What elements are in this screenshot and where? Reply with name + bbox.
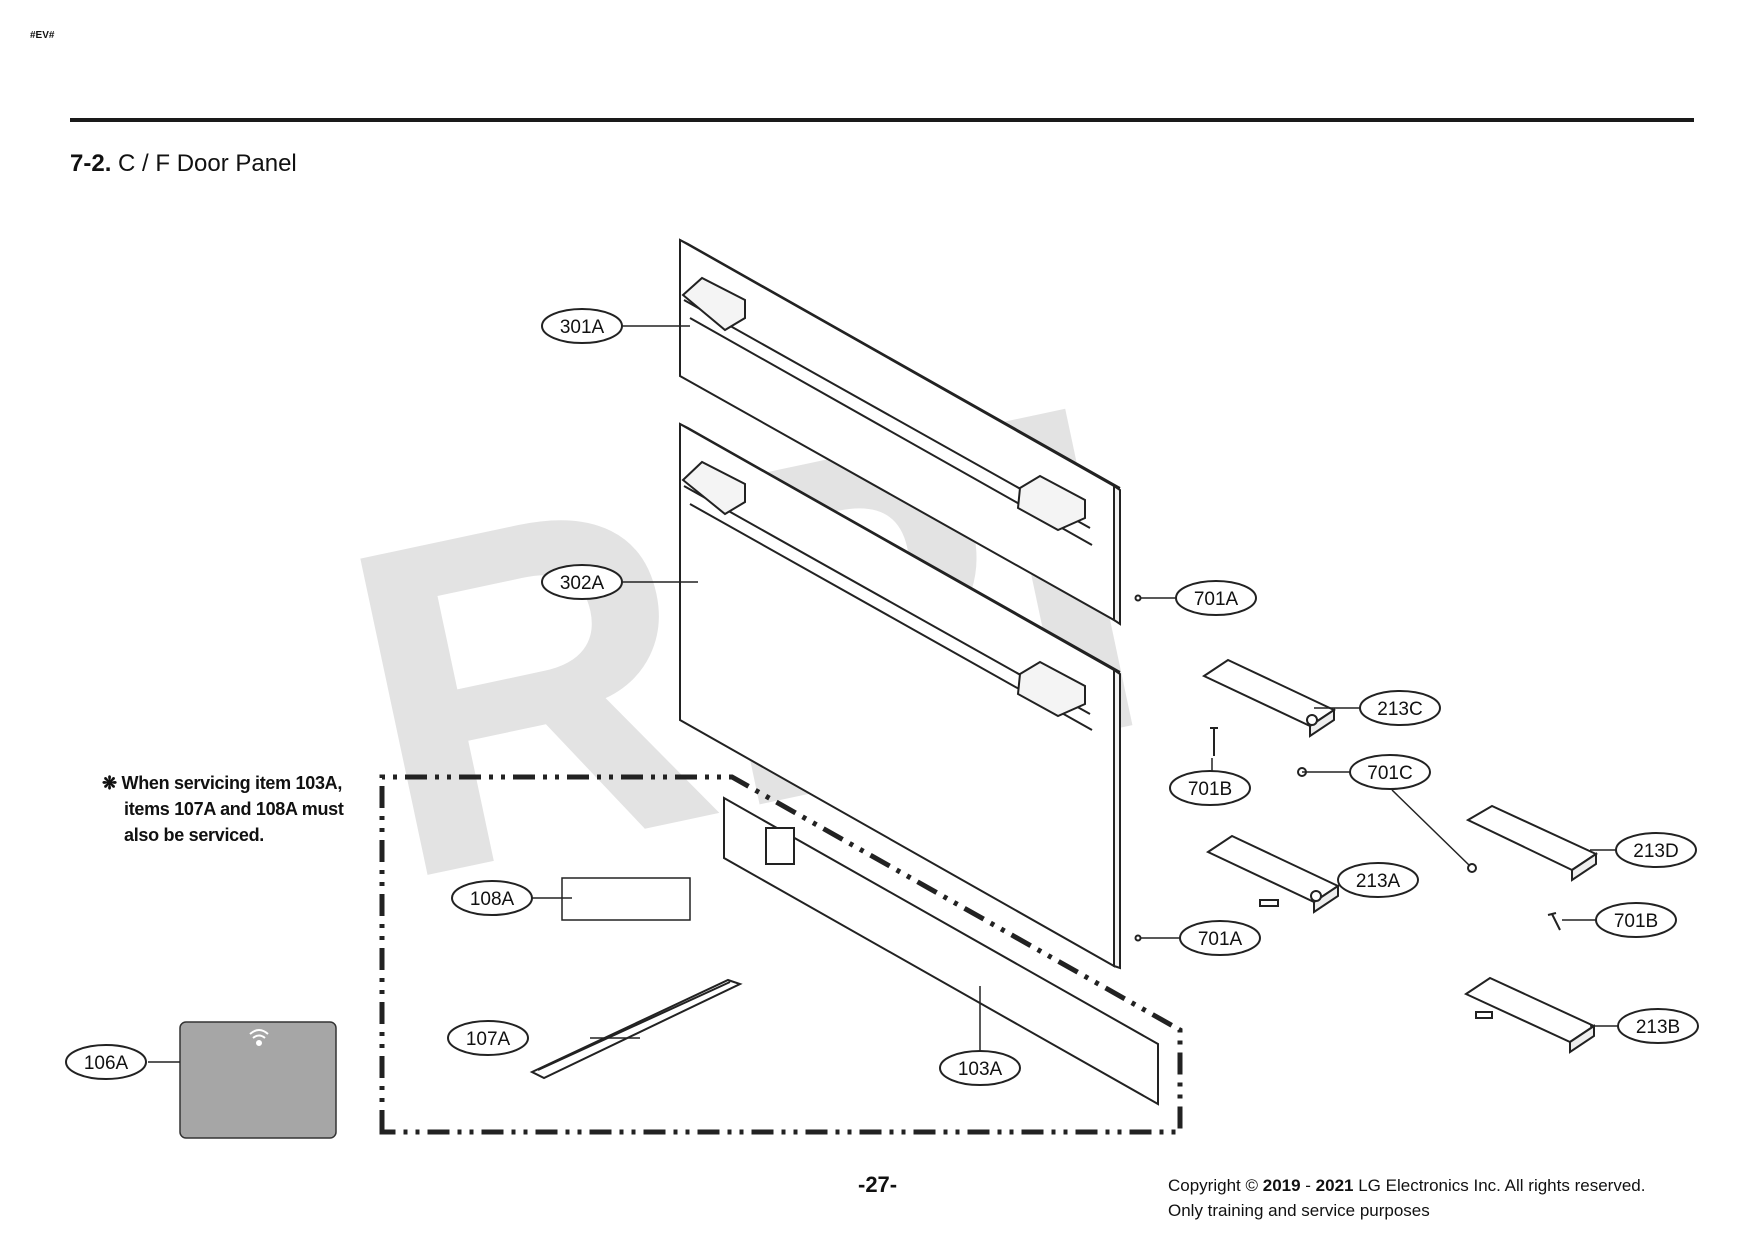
svg-text:701A: 701A	[1198, 929, 1243, 950]
svg-text:213D: 213D	[1633, 841, 1678, 862]
screw-701B-right[interactable]	[1547, 912, 1561, 931]
svg-text:302A: 302A	[560, 573, 605, 594]
bracket-213B[interactable]	[1463, 976, 1597, 1054]
service-kit-boundary	[379, 774, 1183, 1135]
callout-701A-bottom[interactable]: 701A	[1179, 920, 1261, 956]
callout-213B[interactable]: 213B	[1617, 1008, 1699, 1044]
svg-text:103A: 103A	[958, 1059, 1003, 1080]
callout-301A[interactable]: 301A	[541, 308, 623, 344]
screw-701A-top[interactable]	[1134, 594, 1142, 602]
svg-text:701C: 701C	[1367, 763, 1412, 784]
callout-106A[interactable]: 106A	[65, 1044, 147, 1080]
callout-103A[interactable]: 103A	[939, 1050, 1021, 1086]
svg-text:107A: 107A	[466, 1029, 511, 1050]
callout-701B-left[interactable]: 701B	[1169, 770, 1251, 806]
svg-text:106A: 106A	[84, 1053, 129, 1074]
bracket-213D[interactable]	[1465, 804, 1599, 882]
upper-door-panel[interactable]	[679, 238, 1121, 626]
section-number: 7-2.	[70, 150, 112, 177]
document-code: #EV#	[30, 30, 55, 41]
bracket-213C[interactable]	[1201, 658, 1337, 738]
svg-text:213C: 213C	[1377, 699, 1422, 720]
callout-302A[interactable]: 302A	[541, 564, 623, 600]
callout-213D[interactable]: 213D	[1615, 832, 1697, 868]
section-title: 7-2. C / F Door Panel	[70, 150, 297, 178]
callout-701B-right[interactable]: 701B	[1595, 902, 1677, 938]
header-rule	[70, 118, 1694, 122]
callout-213A[interactable]: 213A	[1337, 862, 1419, 898]
copyright-year-end: 2021	[1315, 1176, 1354, 1195]
copyright-block: Copyright © 2019 - 2021 LG Electronics I…	[1168, 1173, 1645, 1223]
note-symbol: ❋	[102, 773, 117, 793]
svg-text:108A: 108A	[470, 889, 515, 910]
usage-notice: Only training and service purposes	[1168, 1201, 1430, 1220]
copyright-year-start: 2019	[1262, 1176, 1301, 1195]
copyright-line: Copyright © 2019 - 2021 LG Electronics I…	[1168, 1176, 1646, 1195]
svg-text:701B: 701B	[1188, 779, 1232, 800]
display-cover[interactable]	[723, 796, 1159, 1106]
note-line-2: items 107A and 108A must	[124, 799, 344, 819]
screw-701B-left[interactable]	[1210, 727, 1218, 756]
svg-text:213A: 213A	[1356, 871, 1401, 892]
trim-strip[interactable]	[529, 978, 743, 1080]
note-line-1: When servicing item 103A,	[121, 773, 343, 793]
page-number: -27-	[858, 1172, 898, 1197]
svg-text:701A: 701A	[1194, 589, 1239, 610]
wifi-icon	[249, 1029, 269, 1046]
callout-108A[interactable]: 108A	[451, 880, 533, 916]
section-name: C / F Door Panel	[118, 150, 297, 177]
callout-701C[interactable]: 701C	[1349, 754, 1431, 790]
callout-701A-top[interactable]: 701A	[1175, 580, 1257, 616]
screw-701A-bottom[interactable]	[1134, 934, 1142, 942]
gray-panel[interactable]	[179, 1021, 337, 1139]
callout-107A[interactable]: 107A	[447, 1020, 529, 1056]
label-part[interactable]	[561, 877, 691, 921]
svg-text:213B: 213B	[1636, 1017, 1680, 1038]
service-note: ❋ When servicing item 103A, items 107A a…	[102, 770, 344, 848]
callout-213C[interactable]: 213C	[1359, 690, 1441, 726]
note-line-3: also be serviced.	[124, 825, 264, 845]
bracket-213A[interactable]	[1205, 834, 1341, 914]
lower-door-panel[interactable]	[679, 422, 1121, 970]
svg-text:701B: 701B	[1614, 911, 1658, 932]
svg-text:301A: 301A	[560, 317, 605, 338]
